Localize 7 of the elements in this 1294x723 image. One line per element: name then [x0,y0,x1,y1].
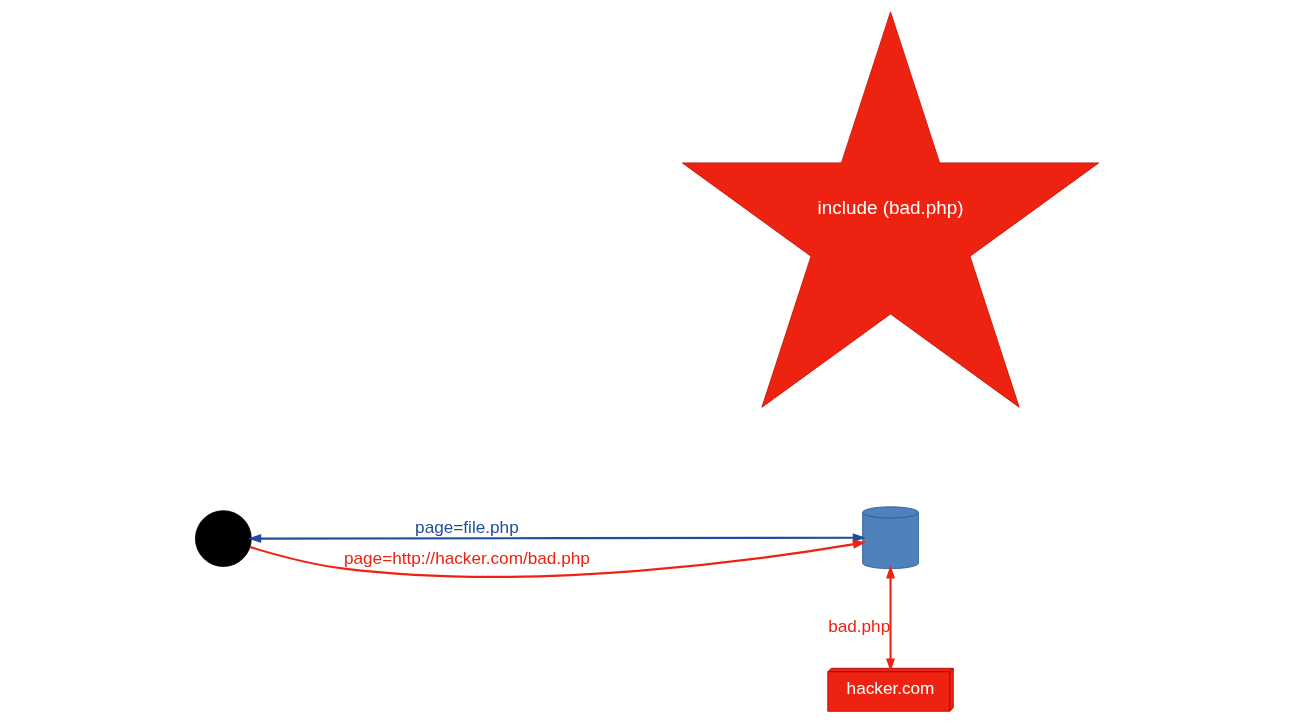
arrow [886,565,896,672]
edge-label: page=http://hacker.com/bad.php [343,547,590,568]
arrow [249,539,866,578]
edge-label: page=file.php [415,516,519,537]
edge-label: bad.php [828,616,891,637]
arrow [248,533,866,544]
node-person [195,510,252,567]
